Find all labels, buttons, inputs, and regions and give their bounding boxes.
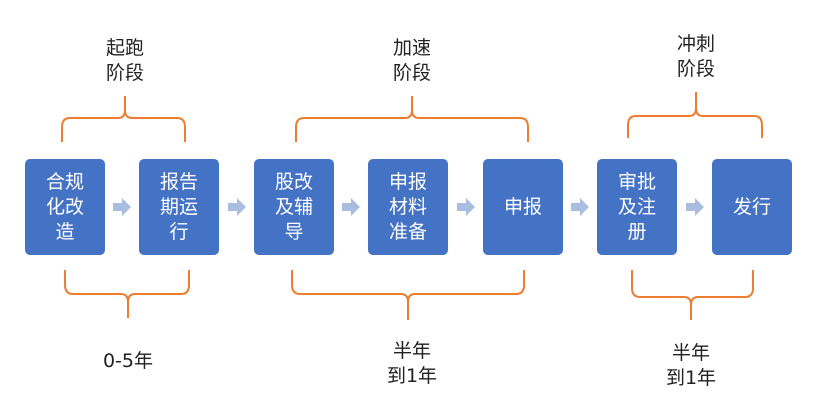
phase-3-top-brace [627,92,763,138]
step-shareholding-reform-guidance: 股改 及辅 导 [254,159,334,255]
phase-2-bottom-brace [291,270,525,320]
step-approval-registration: 审批 及注 册 [597,159,677,255]
phase-1-bottom-brace [64,270,190,318]
phase-2-duration: 半年 到1年 [386,340,438,387]
step-reporting-period-operation: 报告 期运 行 [139,159,219,255]
arrow-right-icon [342,198,360,216]
phase-3-bottom-brace [631,270,754,320]
phase-3-duration: 半年 到1年 [665,342,717,389]
arrow-right-icon [228,198,246,216]
step-compliance-restructure: 合规 化改 造 [25,159,105,255]
phase-2-title: 加速 阶段 [392,37,431,84]
phase-1-top-brace [61,96,186,142]
phase-1-duration: 0-5年 [102,350,154,372]
arrow-right-icon [113,198,131,216]
arrow-right-icon [457,198,475,216]
phase-2-top-brace [295,96,529,142]
step-application: 申报 [483,159,563,255]
phase-1-title: 起跑 阶段 [105,37,144,84]
arrow-right-icon [571,198,589,216]
step-application-materials-prep: 申报 材料 准备 [368,159,448,255]
phase-3-title: 冲刺 阶段 [676,33,715,80]
arrow-right-icon [686,198,704,216]
step-issuance: 发行 [712,159,792,255]
